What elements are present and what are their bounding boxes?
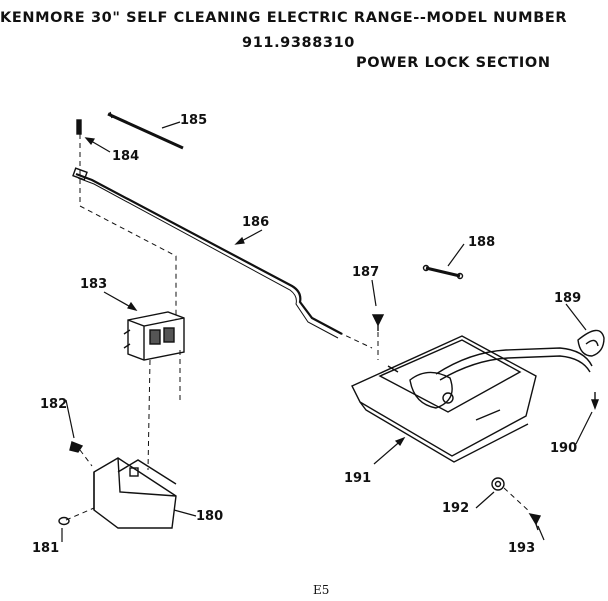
model-number: 911.9388310 xyxy=(242,35,355,51)
part-186-rod xyxy=(72,167,343,339)
dashed-guides xyxy=(65,134,531,521)
label-180: 180 xyxy=(196,509,223,524)
part-184-clip xyxy=(76,119,82,135)
part-185-pin xyxy=(107,111,184,150)
part-192-nut xyxy=(491,477,505,491)
label-182: 182 xyxy=(40,397,67,412)
part-181-ring xyxy=(58,516,70,526)
label-181: 181 xyxy=(32,541,59,556)
part-182-screw xyxy=(69,441,84,453)
section-title: POWER LOCK SECTION xyxy=(356,55,551,71)
leader-arrows xyxy=(61,121,593,542)
part-188-spring xyxy=(422,264,464,280)
label-192: 192 xyxy=(442,501,469,516)
label-183: 183 xyxy=(80,277,107,292)
part-180-bracket xyxy=(93,457,177,529)
label-189: 189 xyxy=(554,291,581,306)
part-191-lock-plate xyxy=(351,335,593,463)
part-190-screw xyxy=(590,392,600,410)
label-185: 185 xyxy=(180,113,207,128)
part-183-switch xyxy=(123,311,185,361)
label-184: 184 xyxy=(112,149,139,164)
label-186: 186 xyxy=(242,215,269,230)
label-191: 191 xyxy=(344,471,371,486)
diagram-title: KENMORE 30" SELF CLEANING ELECTRIC RANGE… xyxy=(0,10,568,26)
part-187-screw xyxy=(371,314,385,331)
part-193-screw xyxy=(528,513,542,531)
label-187: 187 xyxy=(352,265,379,280)
label-193: 193 xyxy=(508,541,535,556)
part-189-knob xyxy=(577,329,605,357)
page-footer: E5 xyxy=(313,583,330,597)
label-188: 188 xyxy=(468,235,495,250)
label-190: 190 xyxy=(550,441,577,456)
